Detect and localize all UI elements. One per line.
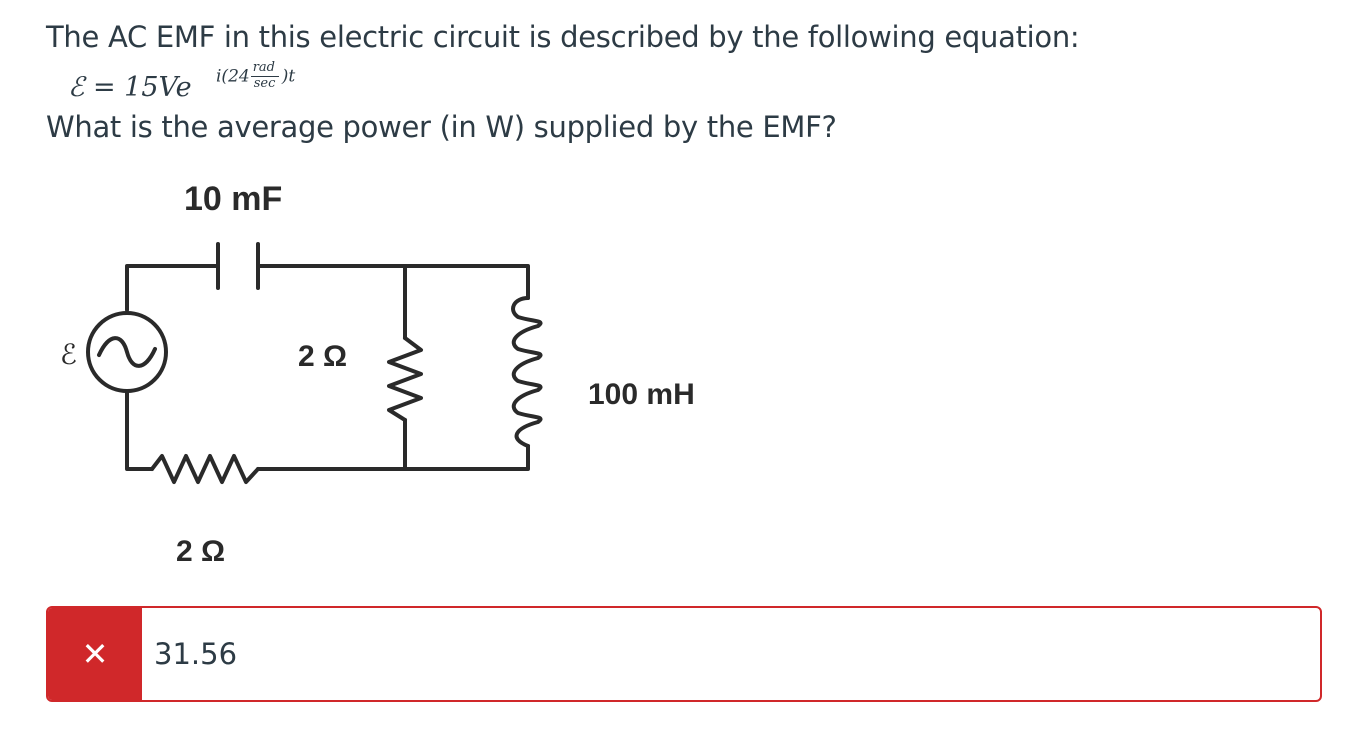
- answer-box: ✕ 31.56: [46, 606, 1322, 702]
- circuit-diagram: 10 mF ℰ 2 Ω 100 mH 2 Ω: [60, 180, 695, 568]
- left-wire-bottom: [125, 389, 154, 471]
- close-icon: ✕: [81, 635, 109, 673]
- incorrect-status-badge: ✕: [48, 608, 142, 700]
- equation-amplitude: 15V: [124, 72, 176, 103]
- equation-main: ℰ = 15Ve: [68, 72, 192, 103]
- bottom-wire: [256, 444, 530, 471]
- exponent-suffix: )t: [281, 66, 296, 87]
- question-intro: The AC EMF in this electric circuit is d…: [46, 20, 1080, 54]
- inductor-coil: [511, 296, 543, 448]
- series-resistor: [150, 454, 260, 484]
- series-resistor-label: 2 Ω: [176, 535, 225, 568]
- equation-base: e: [175, 72, 192, 103]
- capacitor-label: 10 mF: [184, 180, 282, 218]
- ac-source-wave: [97, 336, 157, 368]
- shunt-resistor: [387, 336, 423, 422]
- unit-denominator: sec: [253, 76, 276, 91]
- top-wire-right: [256, 264, 530, 300]
- answer-value: 31.56: [154, 637, 238, 671]
- emf-label: ℰ: [60, 338, 77, 371]
- exponent-prefix: i(24: [216, 66, 250, 87]
- equation-equals: =: [92, 72, 116, 103]
- fraction-bar: [250, 76, 279, 77]
- equation-lhs: ℰ: [68, 72, 85, 103]
- top-wire-left: [125, 264, 220, 312]
- shunt-resistor-label: 2 Ω: [298, 340, 347, 373]
- question-prompt: What is the average power (in W) supplie…: [46, 110, 837, 144]
- unit-numerator: rad: [252, 60, 275, 75]
- inductor-label: 100 mH: [588, 378, 695, 411]
